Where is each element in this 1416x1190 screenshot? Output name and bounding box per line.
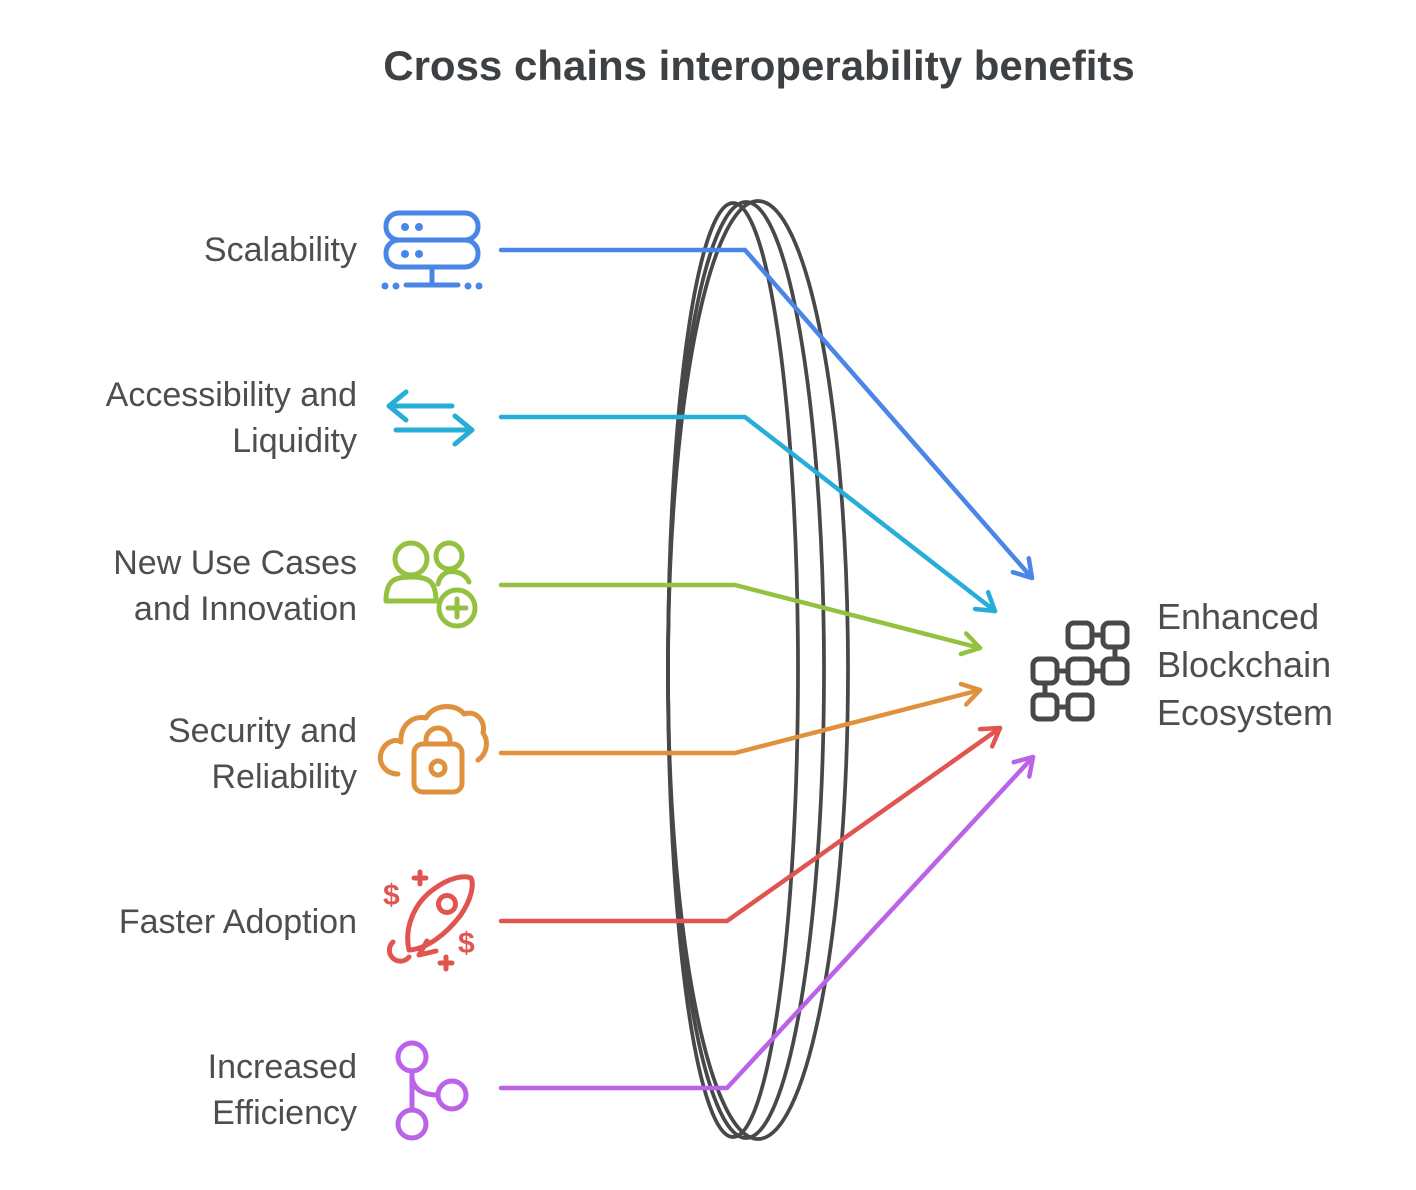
item-label-security-reliability: Security and Reliability — [168, 712, 357, 796]
item-label-scalability: Scalability — [203, 231, 357, 269]
dollar-glyph: $ — [458, 927, 475, 960]
connector-scalability — [498, 247, 1035, 581]
item-label-increased-efficiency: Increased Efficiency — [207, 1048, 357, 1132]
lens-shape — [666, 199, 850, 1141]
item-label-accessibility-liquidity: Accessibility and Liquidity — [105, 376, 357, 460]
result-label-enhanced-blockchain-ecosystem: Enhanced Blockchain Ecosystem — [1157, 596, 1334, 733]
connector-security-reliability — [498, 681, 983, 756]
cloud-lock-icon — [377, 704, 489, 795]
connector-accessibility-liquidity — [498, 414, 998, 614]
rocket-icon: $ $ — [383, 869, 475, 972]
item-label-new-use-cases: New Use Cases and Innovation — [113, 544, 357, 628]
blockchain-icon — [1030, 620, 1130, 722]
diagram-title: Cross chains interoperability benefits — [383, 42, 1135, 89]
branch-icon — [395, 1040, 469, 1141]
item-label-faster-adoption: Faster Adoption — [118, 903, 357, 941]
users-plus-icon — [383, 540, 478, 629]
connector-increased-efficiency — [498, 754, 1036, 1091]
swap-arrows-icon — [386, 389, 475, 447]
connector-faster-adoption — [498, 725, 1003, 924]
server-icon — [381, 210, 483, 290]
dollar-glyph: $ — [383, 879, 400, 912]
connector-new-use-cases — [498, 582, 983, 657]
